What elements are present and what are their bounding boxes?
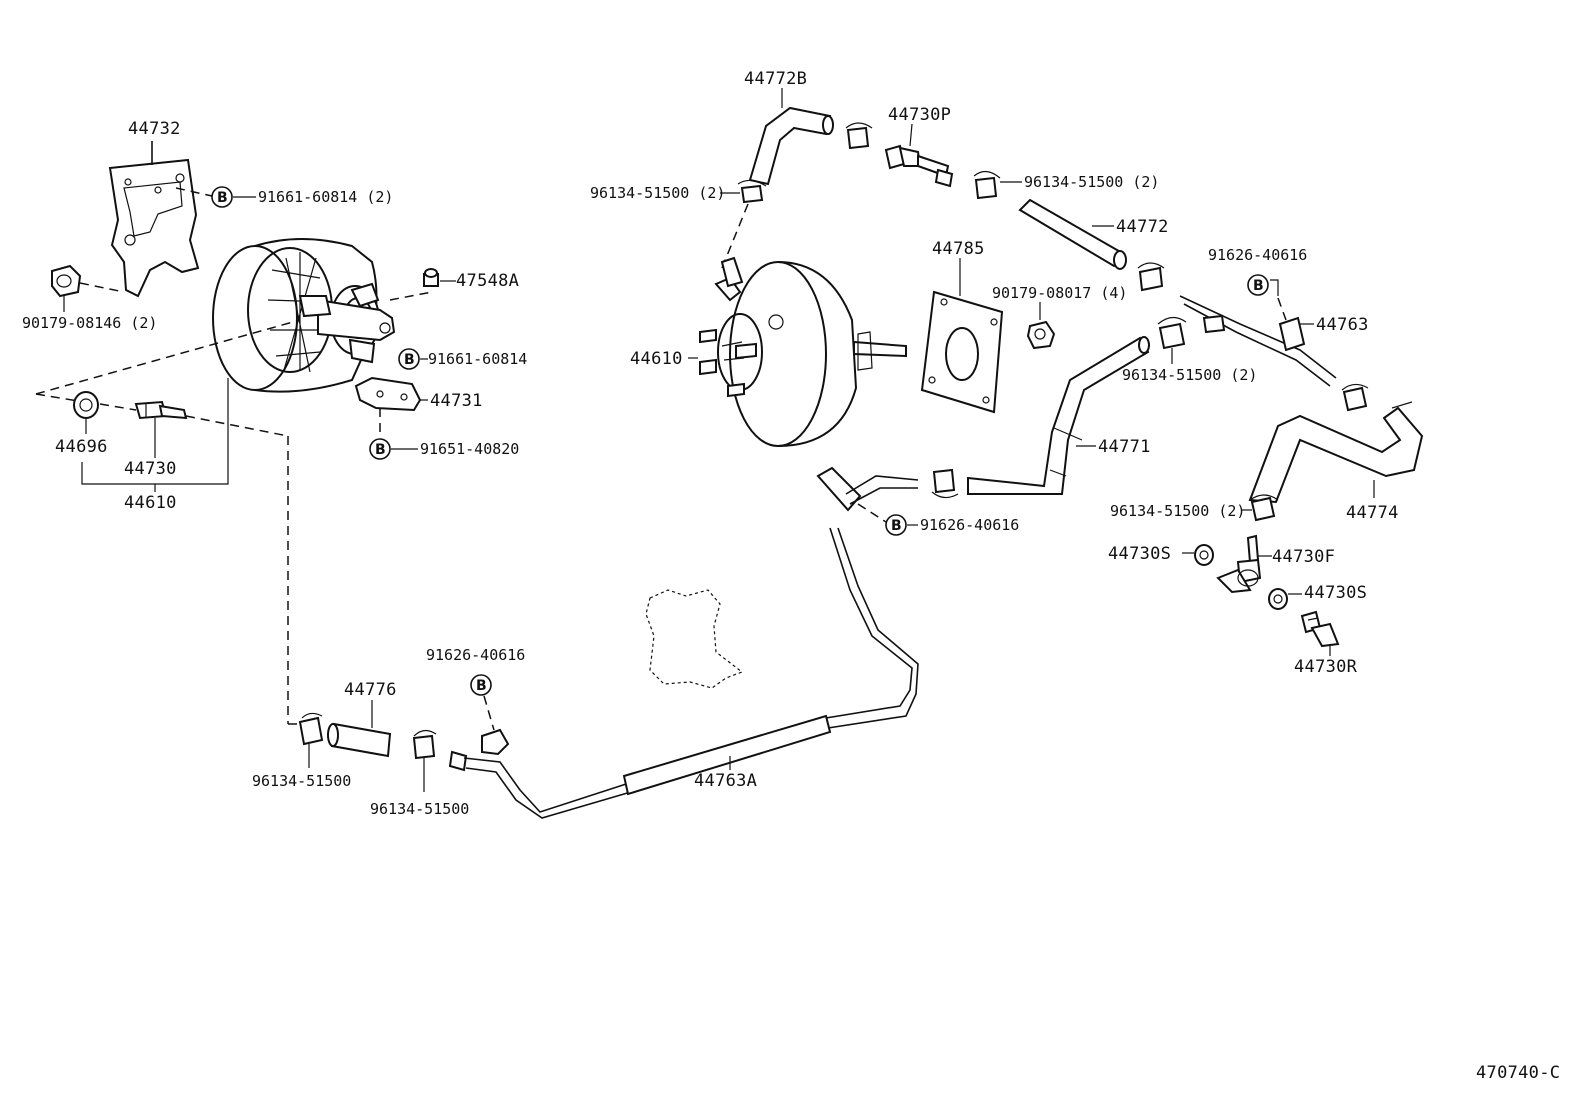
label-44610-left: 44610 [124,493,177,513]
dashed-leader [175,187,213,197]
svg-text:B: B [217,190,228,206]
hose-44772B [748,106,834,186]
booster-44610-right [699,256,907,447]
label-47548A: 47548A [456,271,519,291]
clip-96134-mid [1137,262,1165,292]
dashed-leader [35,393,85,403]
clip-96134-topright [973,170,1001,200]
label-44763: 44763 [1316,315,1369,335]
b-marker: B [1247,274,1269,296]
booster-44610-left [212,238,396,393]
seal-44730S-right [1268,588,1288,610]
label-90179-08017: 90179-08017 (4) [992,284,1127,302]
b-marker: B [369,438,391,460]
clip-96134-midright [1157,316,1187,350]
valve-44730F [1216,534,1262,594]
label-44696: 44696 [55,437,108,457]
label-44730R: 44730R [1294,657,1358,677]
engine-sketch [645,589,744,689]
cap-47548A [423,268,439,287]
svg-text:B: B [375,442,386,458]
clip-96134-bottom-left [298,712,324,746]
b-marker: B [885,514,907,536]
tube-44763A [448,466,919,819]
hose-44774 [1248,401,1424,504]
diagram-id: 470740-C [1476,1063,1560,1083]
dashed-leader [483,695,495,731]
dashed-leader [35,319,301,395]
hose-44772 [1018,198,1127,270]
label-44771: 44771 [1098,437,1151,457]
hose-44776 [327,722,392,758]
svg-text:B: B [1253,278,1264,294]
label-44730S-left: 44730S [1108,544,1171,564]
b-marker: B [211,186,233,208]
seal-44730S-left [1194,544,1214,566]
bolt-44730R [1300,610,1340,648]
label-44731: 44731 [430,391,483,411]
dashed-leader [185,415,289,437]
label-96134-topleft: 96134-51500 (2) [590,184,725,202]
label-44730: 44730 [124,459,177,479]
b-marker: B [470,674,492,696]
clip-96134-right-top [1341,383,1369,412]
b-marker: B [398,348,420,370]
clip-96134-lower [931,468,959,499]
label-44730F: 44730F [1272,547,1335,567]
dashed-leader [389,291,433,301]
label-91651-40820: 91651-40820 [420,440,519,458]
clip-96134-upper [845,122,873,150]
hose-44771 [967,336,1150,495]
label-44772B: 44772B [744,69,807,89]
dashed-leader [99,403,137,411]
label-96134-bottom-left: 96134-51500 [252,772,351,790]
label-96134-topright: 96134-51500 (2) [1024,173,1159,191]
svg-text:B: B [404,352,415,368]
label-44730S-right: 44730S [1304,583,1367,603]
svg-text:B: B [891,518,902,534]
svg-text:B: B [476,678,487,694]
label-44772: 44772 [1116,217,1169,237]
label-91661-60814-2: 91661-60814 (2) [258,188,393,206]
nut-90179-08017 [1026,320,1056,350]
label-44730P: 44730P [888,105,951,125]
label-90179-08146: 90179-08146 (2) [22,314,157,332]
valve-44730P [884,144,954,188]
nut-90179-08146 [51,264,82,298]
leader-91626-topright [1270,279,1279,296]
tube-44763 [1179,295,1337,387]
bracket-44732 [108,158,200,298]
gasket-44785 [920,290,1004,414]
valve-44730 [134,400,188,420]
clip-96134-bottom-right [412,729,437,760]
label-96134-bottom-right: 96134-51500 [370,800,469,818]
label-91626-topright: 91626-40616 [1208,246,1307,264]
label-44785: 44785 [932,239,985,259]
bracket-44731 [354,376,422,412]
clip-96134-topleft [737,179,767,204]
label-44774: 44774 [1346,503,1399,523]
label-96134-midright: 96134-51500 (2) [1122,366,1257,384]
clip-96134-lowright [1249,494,1279,522]
leader-44730P [909,123,913,147]
label-91626-bottom: 91626-40616 [426,646,525,664]
label-44776: 44776 [344,680,397,700]
label-44763A: 44763A [694,771,757,791]
dashed-leader [1277,297,1287,321]
label-91661-60814: 91661-60814 [428,350,527,368]
dashed-leader [79,282,125,293]
dashed-leader [857,503,887,523]
label-91626-mid: 91626-40616 [920,516,1019,534]
grommet-44696 [73,391,99,419]
dashed-leader [721,203,749,269]
label-96134-lowright: 96134-51500 (2) [1110,502,1245,520]
label-44610-right: 44610 [630,349,683,369]
label-44732: 44732 [128,119,181,139]
